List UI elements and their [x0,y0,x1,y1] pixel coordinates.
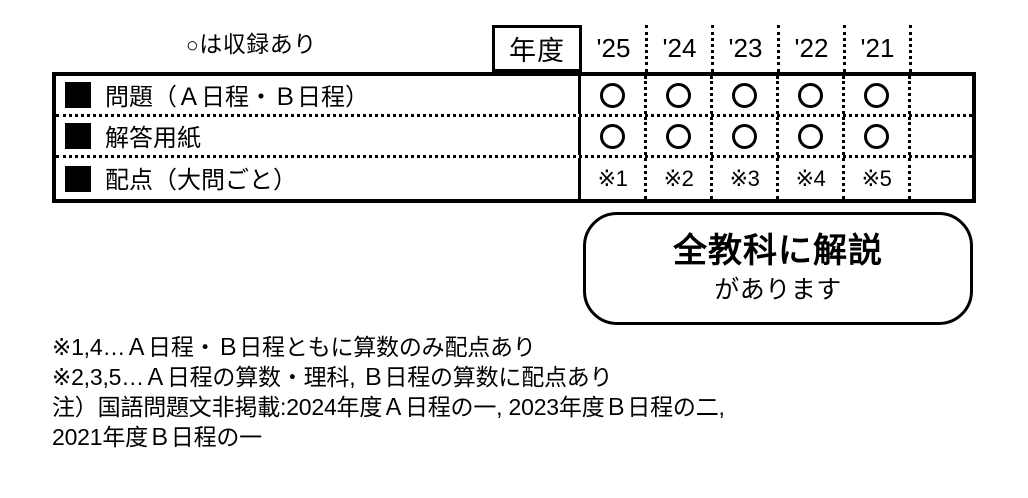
cell-answers-21 [845,117,911,155]
footnote-line: ※2,3,5…Ａ日程の算数・理科, Ｂ日程の算数に配点あり [52,364,613,390]
black-square-icon [65,123,91,149]
year-column-1: '24 [648,25,714,72]
circle-mark-icon [864,123,889,149]
row-header-scoring: 配点（大問ごと） [56,158,581,199]
cell-answers-blank [911,117,972,155]
cell-scoring-25: ※1 [581,158,647,199]
callout-headline: 全教科に解説 [673,231,883,270]
cell-answers-25 [581,117,647,155]
circle-mark-icon [732,82,757,108]
note-mark-5: ※5 [861,165,892,191]
row-header-answer-sheets: 解答用紙 [56,117,581,155]
footnote-line: 注）国語問題文非掲載:2024年度Ａ日程の一, 2023年度Ｂ日程の二, [52,394,725,420]
row-label-text: 配点（大問ごと） [105,167,297,194]
note-mark-4: ※4 [795,165,826,191]
year-column-3: '22 [780,25,846,72]
year-label: '21 [860,33,895,63]
year-header-cell: 年度 [492,25,582,72]
year-column-blank [912,25,976,72]
cell-questions-blank [911,76,972,114]
cell-questions-23 [713,76,779,114]
year-columns-header: '25 '24 '23 '22 '21 [582,25,976,72]
year-label: '24 [662,33,697,63]
black-square-icon [65,82,91,108]
legend-caption-text: は収録あり [199,31,317,57]
year-label: '22 [794,33,829,63]
callout-subline: があります [714,276,842,305]
row-cells [581,117,972,155]
circle-mark-icon [864,82,889,108]
cell-answers-23 [713,117,779,155]
circle-mark-icon [666,123,691,149]
year-column-2: '23 [714,25,780,72]
table-row: 解答用紙 [56,117,972,158]
circle-mark-icon [600,82,625,108]
explanation-callout: 全教科に解説 があります [583,212,973,325]
circle-mark-icon [600,123,625,149]
cell-questions-24 [647,76,713,114]
cell-answers-22 [779,117,845,155]
cell-scoring-24: ※2 [647,158,713,199]
year-column-4: '21 [846,25,912,72]
note-mark-1: ※1 [597,165,628,191]
row-label-text: 問題（Ａ日程・Ｂ日程） [105,83,369,111]
cell-answers-24 [647,117,713,155]
legend-caption: ○は収録あり [186,31,317,57]
year-header-label: 年度 [509,36,565,66]
footnote-line: ※1,4…Ａ日程・Ｂ日程ともに算数のみ配点あり [52,334,536,360]
cell-questions-25 [581,76,647,114]
row-cells: ※1 ※2 ※3 ※4 ※5 [581,158,972,199]
year-label: '25 [596,33,631,63]
circle-mark-icon [798,82,823,108]
table-row: 配点（大問ごと） ※1 ※2 ※3 ※4 ※5 [56,158,972,199]
cell-scoring-21: ※5 [845,158,911,199]
year-column-0: '25 [582,25,648,72]
table-row: 問題（Ａ日程・Ｂ日程） [56,76,972,117]
cell-questions-22 [779,76,845,114]
footnote-line: 2021年度Ｂ日程の一 [52,424,262,450]
year-label: '23 [728,33,763,63]
row-label-text: 解答用紙 [105,124,201,152]
contents-table: 問題（Ａ日程・Ｂ日程） 解答用紙 配点（大問ごと） [52,72,976,203]
note-mark-2: ※2 [663,165,694,191]
note-mark-3: ※3 [729,165,760,191]
footnotes-block: ※1,4…Ａ日程・Ｂ日程ともに算数のみ配点あり ※2,3,5…Ａ日程の算数・理科… [52,332,1002,452]
cell-questions-21 [845,76,911,114]
cell-scoring-22: ※4 [779,158,845,199]
circle-mark-icon [732,123,757,149]
cell-scoring-23: ※3 [713,158,779,199]
circle-mark-icon [798,123,823,149]
row-cells [581,76,972,114]
row-header-questions: 問題（Ａ日程・Ｂ日程） [56,76,581,114]
black-square-icon [65,165,91,192]
circle-mark-icon [666,82,691,108]
circle-symbol-icon: ○ [186,34,200,57]
cell-scoring-blank [911,158,972,199]
